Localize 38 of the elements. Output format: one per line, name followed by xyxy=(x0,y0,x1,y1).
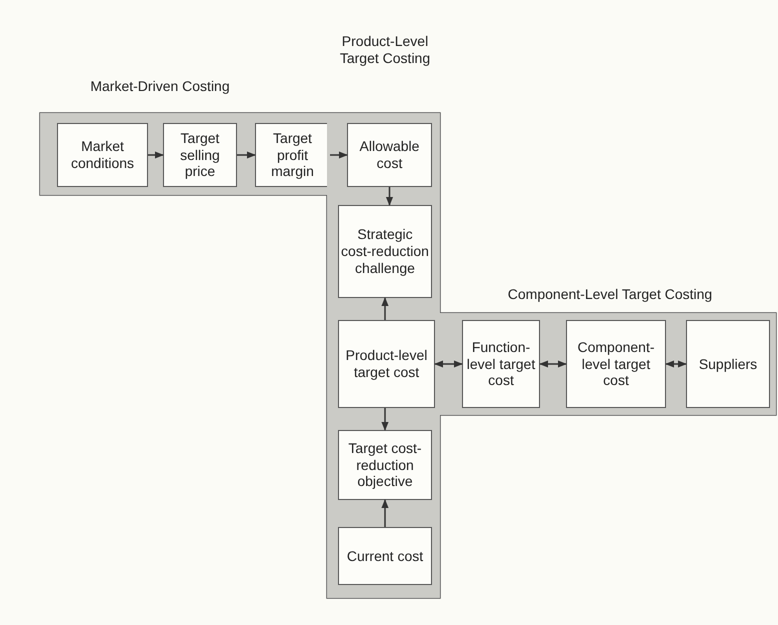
panel-heading: Market-Driven Costing xyxy=(89,78,231,95)
arrow xyxy=(148,151,164,159)
double-arrow xyxy=(665,360,687,368)
arrow xyxy=(381,408,389,431)
process-box xyxy=(338,527,432,585)
panel-band xyxy=(40,113,327,195)
process-box xyxy=(462,320,540,408)
panel-heading: Product-Level Target Costing xyxy=(338,33,432,67)
box-label: Function-level target cost xyxy=(466,338,536,390)
box-label: Target selling price xyxy=(179,130,221,180)
arrow xyxy=(381,499,389,527)
box-label: Market conditions xyxy=(70,138,136,172)
panel-heading: Component-Level Target Costing xyxy=(506,286,714,303)
process-box xyxy=(57,123,148,187)
arrow xyxy=(386,187,394,206)
process-box xyxy=(686,320,770,408)
box-label: Product-level target cost xyxy=(344,347,428,381)
arrow xyxy=(330,151,348,159)
box-label: Strategic cost-reduction challenge xyxy=(341,226,429,277)
process-box xyxy=(566,320,666,408)
box-label: Current cost xyxy=(346,548,424,564)
panel-band xyxy=(440,313,776,415)
box-label: Target cost-reduction objective xyxy=(347,440,423,490)
process-box xyxy=(163,123,237,187)
box-label: Suppliers xyxy=(698,356,758,372)
box-label: Component-level target cost xyxy=(576,338,656,390)
double-arrow xyxy=(434,360,463,368)
panel-band xyxy=(327,113,440,598)
process-box xyxy=(338,205,432,298)
process-box xyxy=(347,123,432,187)
process-box xyxy=(338,320,435,408)
arrow xyxy=(237,151,256,159)
box-label: Target profit margin xyxy=(270,130,315,180)
process-box xyxy=(255,123,330,187)
arrow xyxy=(381,297,389,320)
double-arrow xyxy=(539,360,567,368)
box-label: Allowable cost xyxy=(358,138,420,172)
process-box xyxy=(338,430,432,500)
